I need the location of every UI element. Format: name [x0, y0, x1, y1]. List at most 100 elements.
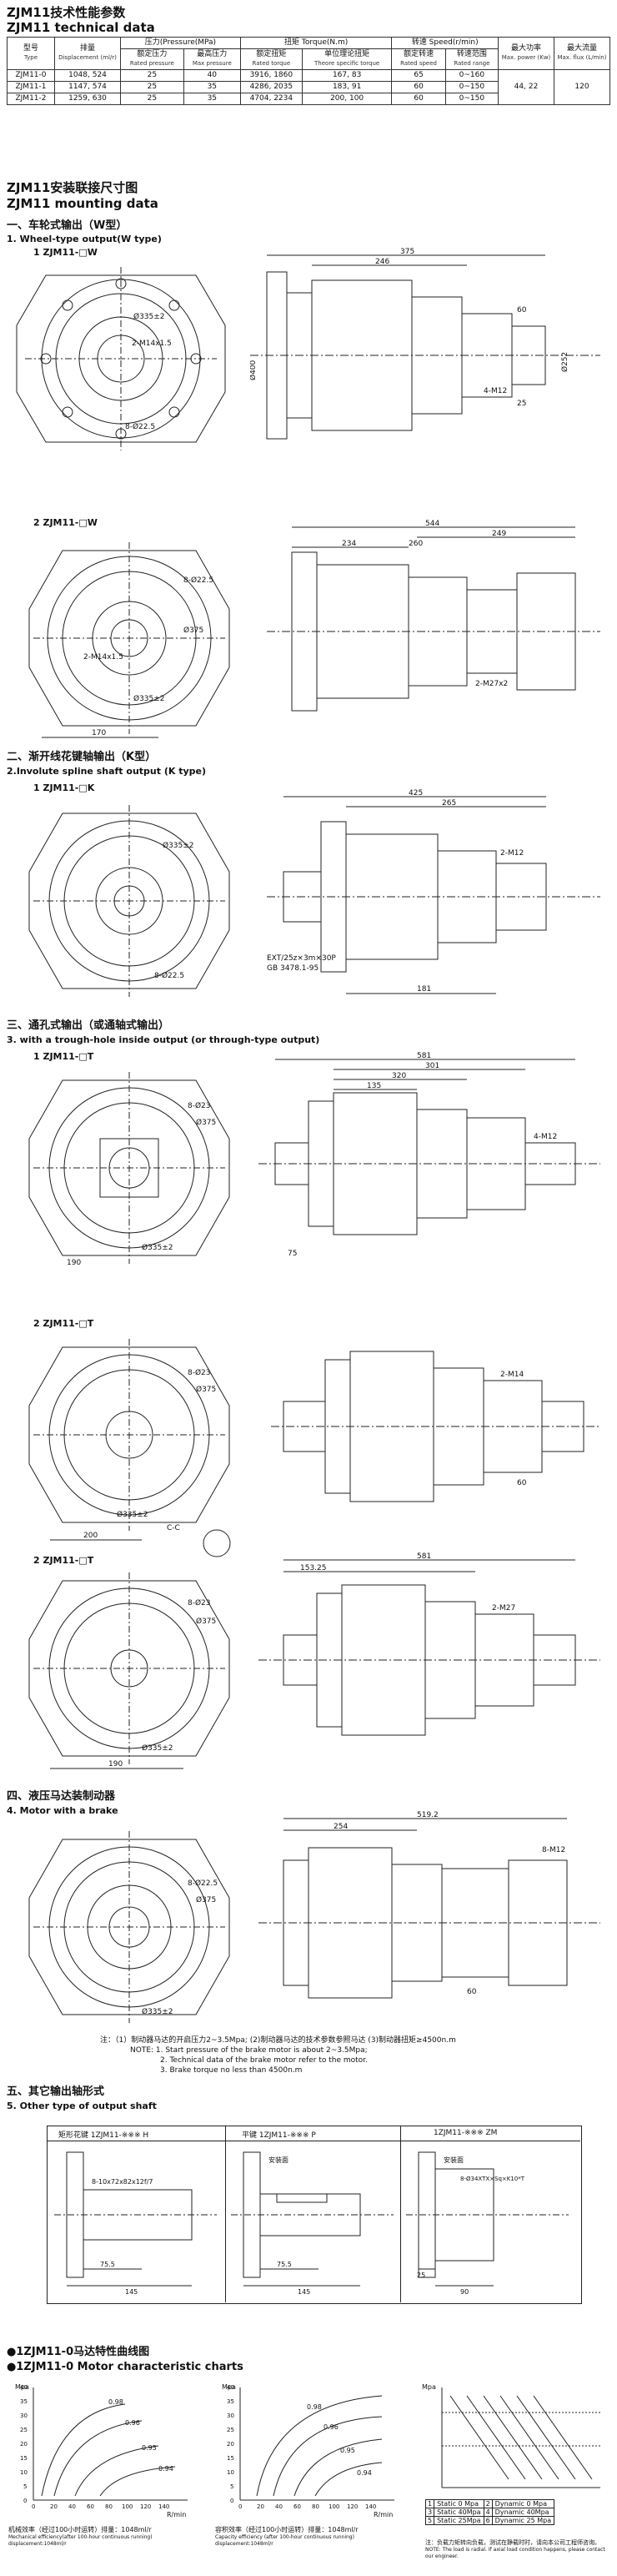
dim-label: 375: [400, 248, 414, 256]
brake-note-en-3: 3. Brake torque no less than 4500n.m: [160, 2066, 303, 2075]
brake-notes: 注：（1）制动器马达的开启压力2~3.5Mpa; (2)制动器马达的技术参数参照…: [100, 2035, 600, 2075]
cell-power: 44, 22: [498, 69, 554, 105]
chart-ytick: 35: [20, 2398, 28, 2405]
brake-note-cn: 注：（1）制动器马达的开启压力2~3.5Mpa; (2)制动器马达的技术参数参照…: [100, 2036, 456, 2045]
brake-note-en-2: 2. Technical data of the brake motor ref…: [160, 2056, 368, 2065]
dim-label: 153.25: [300, 1564, 327, 1572]
chart-mechanical-efficiency: Mpa R/min 0.98 0.96 0.95 0.94 0 20 40 60…: [8, 2379, 200, 2521]
drawing-shaft-h: 8-10x72x82x12f/7 75.5 145: [50, 2144, 222, 2299]
chart-xtick: 0: [32, 2503, 35, 2510]
cell-rated-p: 25: [120, 81, 184, 93]
cell-rated-t: 3916, 1860: [239, 69, 303, 82]
cell-disp: 1259, 630: [54, 93, 121, 105]
dim-label: 90: [460, 2288, 469, 2296]
section3-sub1: 1 ZJM11-□T: [33, 1051, 94, 1062]
cell-rated-t: 4704, 2234: [239, 93, 303, 105]
cell-unit-t: 167, 83: [301, 69, 393, 82]
drawing-k-side: 425 265 EXT/25z×3m×30P GB 3478.1-95 181 …: [250, 788, 609, 1005]
cell-rated-p: 25: [120, 69, 184, 82]
section1-sub2: 2 ZJM11-□W: [33, 517, 98, 528]
cell-rated-p: 25: [120, 93, 184, 105]
chart-ytick: 20: [227, 2441, 234, 2448]
th-unit-t-cn: 单位理论扭矩: [324, 50, 370, 58]
dim-label: Ø335±2: [133, 312, 165, 321]
dim-label: 581: [417, 1052, 431, 1060]
section2-title-cn: 二、渐开线花键轴输出（K型）: [7, 751, 157, 763]
cell-rated-s: 65: [391, 69, 446, 82]
chart-ytick: 0: [230, 2498, 233, 2504]
section5-title-en: 5. Other type of output shaft: [7, 2101, 157, 2111]
th-flux-cn: 最大流量: [566, 44, 597, 53]
dim-label: 145: [298, 2288, 310, 2296]
section6-title-cn: ●1ZJM11-0马达特性曲线图: [7, 2346, 150, 2358]
th-range-cn: 转速范围: [456, 50, 487, 58]
th-torque: 扭矩 Torque(N.m): [239, 37, 393, 49]
chart-ytick: 10: [20, 2469, 28, 2476]
chart-xtick: 40: [68, 2503, 76, 2510]
chart3-note-cn: 注：负载力矩转向负载，测试在静载时时，请向本公司工程师咨询。: [425, 2539, 600, 2546]
chart-xtick: 60: [87, 2503, 94, 2510]
legend-key: 1: [424, 2499, 435, 2508]
cell-type: ZJM11-0: [7, 69, 55, 82]
dim-label: 4-M12: [534, 1133, 557, 1141]
dim-label: 190: [108, 1760, 123, 1768]
chart1-caption: 机械效率（经过100小时运转）排量：1048ml/r Mechanical ef…: [8, 2526, 202, 2548]
dim-label: 544: [425, 520, 439, 528]
chart-curve-label: 0.95: [340, 2447, 355, 2454]
dim-label: 2-M14x1.5: [83, 653, 123, 662]
dim-label: 260: [409, 540, 423, 548]
drawing-w1-front: Ø335±2 2-M14x1.5 8-Ø22.5: [8, 259, 233, 459]
dim-label: Ø375: [196, 1617, 216, 1626]
th-rated-p-en: Rated pressure: [129, 60, 174, 67]
chart-xtick: 120: [140, 2503, 151, 2510]
dim-label: Ø335±2: [117, 1510, 148, 1519]
th-rated-s-en: Rated speed: [400, 60, 437, 67]
dim-label: 75.5: [100, 2261, 115, 2268]
chart-ytick: 10: [227, 2469, 234, 2476]
dim-label: 60: [517, 306, 527, 314]
drawing-shaft-zm: 安装面 8-Ø34XTX×Sq×K10*T 90 25: [402, 2144, 579, 2299]
dim-label: Ø375: [196, 1385, 216, 1394]
chart-ytick: 30: [20, 2412, 28, 2419]
chart-ytick: 40: [20, 2384, 28, 2391]
drawing-shaft-p: 安装面 75.5 145: [227, 2144, 399, 2299]
dim-label: 301: [425, 1062, 439, 1070]
dim-label: 8-Ø23: [188, 1101, 211, 1110]
th-type-cn: 型号: [23, 44, 38, 53]
cell-disp: 1048, 524: [54, 69, 121, 82]
table-row: ZJM11-0 1048, 524 25 40 3916, 1860 167, …: [7, 69, 610, 105]
shaft-panel-title: 1ZJM11-※※※ ZM: [434, 2129, 498, 2137]
dim-label: 4-M12: [484, 387, 507, 395]
chart-xtick: 100: [329, 2503, 339, 2510]
section1-title-en: 1. Wheel-type output(W type): [7, 234, 162, 244]
dim-label: 75.5: [277, 2261, 292, 2268]
cell-unit-t: 200, 100: [301, 93, 393, 105]
th-unit-t-en: Theore specific torque: [314, 60, 380, 67]
dim-label: 8-Ø22.5: [125, 422, 155, 431]
th-rated-t-cn: 额定扭矩: [256, 50, 287, 58]
dim-label: GB 3478.1-95: [267, 964, 319, 973]
dim-label: 8-M12: [542, 1846, 565, 1854]
dim-label: 8-Ø34XTX×Sq×K10*T: [460, 2176, 525, 2182]
chart-xtick: 80: [105, 2503, 113, 2510]
chart-curve-label: 0.95: [142, 2444, 157, 2452]
drawing-brake-side: 519.2 254 8-M12 60: [250, 1810, 609, 2027]
chart-xtick: 60: [293, 2503, 301, 2510]
th-pressure: 压力(Pressure(MPa): [120, 37, 241, 49]
mounting-title-en: ZJM11 mounting data: [7, 196, 158, 211]
dim-label: Ø335±2: [142, 1743, 173, 1753]
cell-disp: 1147, 574: [54, 81, 121, 93]
th-rated-t-en: Rated torque: [252, 60, 291, 67]
dim-label: Ø335±2: [142, 2007, 173, 2016]
cell-max-p: 35: [183, 93, 241, 105]
dim-label: 246: [375, 258, 389, 266]
spec-title-en: ZJM11 technical data: [7, 20, 155, 35]
chart-ylabel: Mpa: [15, 2383, 29, 2391]
dim-label: 2-M27: [492, 1604, 515, 1613]
th-max-p-cn: 最高压力: [197, 50, 228, 58]
chart-xtick: 20: [257, 2503, 264, 2510]
section4-title-en: 4. Motor with a brake: [7, 1805, 118, 1816]
dim-label: 8-Ø23: [188, 1598, 211, 1607]
